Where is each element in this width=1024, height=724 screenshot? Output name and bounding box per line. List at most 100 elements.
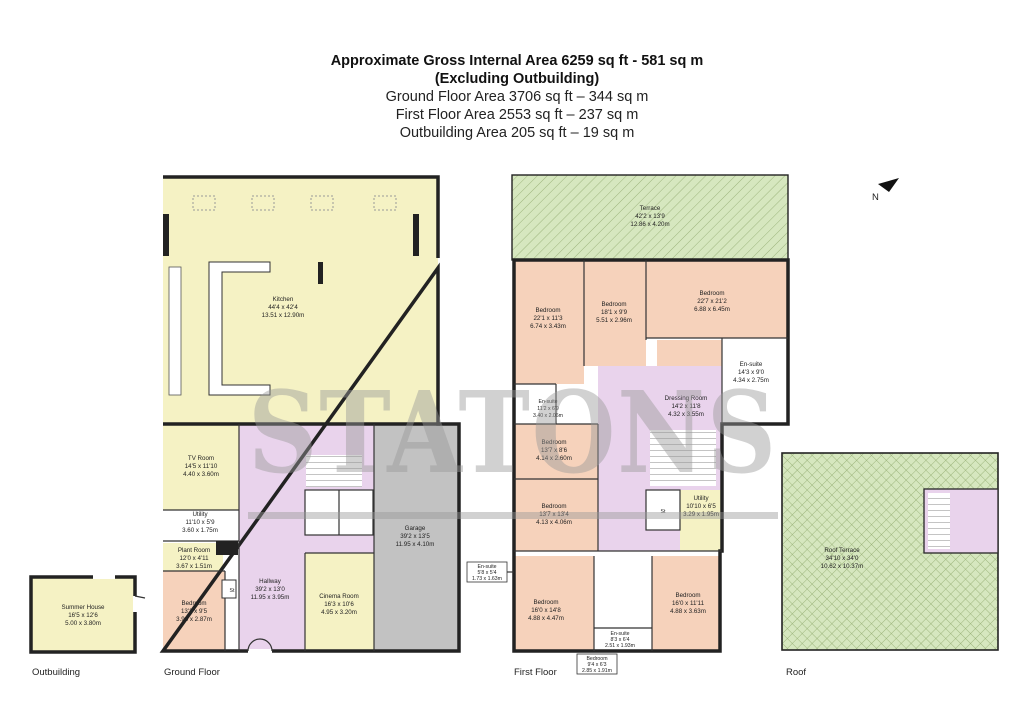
tv-room-name: TV Room [188, 455, 214, 462]
ff-ensuite2-metric: 3.40 x 2.06m [533, 413, 563, 419]
ff-bed6-metric: 4.88 x 4.47m [528, 615, 564, 622]
ff-bed6-name: Bedroom [533, 599, 558, 606]
kitchen-name: Kitchen [273, 296, 294, 303]
ground-floor-plan: St Kitchen 44'4 x 42'4 13.51 x 12.90m TV… [159, 175, 461, 678]
garage-name: Garage [405, 525, 426, 532]
ff-bed7-imperial: 16'0 x 11'11 [672, 600, 705, 607]
garage-room [374, 424, 459, 651]
ff-utility-name: Utility [693, 495, 709, 502]
ff-bed6-imperial: 16'0 x 14'8 [531, 607, 561, 614]
plant-room-name: Plant Room [178, 547, 210, 554]
outbuilding-plan: Summer House 16'5 x 12'6 5.00 x 3.80m Ou… [29, 575, 146, 678]
ff-ensuite2-name: En-suite [538, 399, 557, 405]
cinema-room [305, 553, 374, 651]
hallway-name: Hallway [259, 578, 282, 585]
ff-ensuite3-metric: 1.73 x 1.63m [472, 576, 502, 582]
first-floor-label: First Floor [514, 667, 557, 678]
ff-bath [604, 556, 652, 628]
first-floor-plan: St Terrace 42'2 x 13'9 12.86 x 4.20m Bed… [466, 174, 790, 678]
ff-ensuite3-name: En-suite [477, 564, 496, 570]
compass: N [872, 178, 899, 203]
utility-metric: 3.60 x 1.75m [182, 527, 218, 534]
ff-bed2-name: Bedroom [601, 301, 626, 308]
ground-floor-area: Ground Floor Area 3706 sq ft – 344 sq m [385, 89, 649, 105]
excluding-note: (Excluding Outbuilding) [434, 71, 600, 87]
kitchen-metric: 13.51 x 12.90m [262, 312, 305, 319]
summer-house-imperial: 16'5 x 12'6 [68, 612, 98, 619]
kitchen-imperial: 44'4 x 42'4 [268, 304, 298, 311]
cinema-imperial: 16'3 x 10'6 [324, 601, 354, 608]
ff-utility-metric: 3.29 x 1.95m [683, 511, 719, 518]
ff-bed1-metric: 6.74 x 3.43m [530, 323, 566, 330]
ground-bedroom-metric: 3.98 x 2.87m [176, 616, 212, 623]
plant-room-metric: 3.67 x 1.51m [176, 563, 212, 570]
tv-room-metric: 4.40 x 3.60m [183, 471, 219, 478]
terrace-imperial: 42'2 x 13'9 [635, 213, 665, 220]
ff-bed2-metric: 5.51 x 2.96m [596, 317, 632, 324]
hallway-imperial: 39'2 x 13'0 [255, 586, 285, 593]
utility-room [163, 510, 239, 541]
summer-house-room [31, 577, 135, 652]
ff-bedroom-3 [646, 260, 788, 338]
ff-utility [680, 490, 722, 551]
ff-bedroom-2 [584, 260, 646, 366]
ff-bed4-name: Bedroom [541, 439, 566, 446]
ground-bedroom-name: Bedroom [181, 600, 206, 607]
summer-house-name: Summer House [62, 604, 106, 611]
ff-ensuite-4 [594, 628, 642, 651]
ff-bed2-imperial: 18'1 x 9'9 [601, 309, 628, 316]
ground-outer-walls [159, 175, 461, 653]
ff-ensuite2-imperial: 11'2 x 6'9 [537, 406, 559, 412]
north-arrow-icon [878, 178, 899, 192]
plant-room-imperial: 12'0 x 4'11 [179, 555, 209, 562]
cinema-metric: 4.95 x 3.20m [321, 609, 357, 616]
plant-room [163, 543, 223, 571]
ff-ensuite4-metric: 2.51 x 1.93m [605, 643, 635, 649]
ground-bedroom-imperial: 13'1 x 9'5 [181, 608, 208, 615]
roof-terrace-name: Roof Terrace [824, 547, 860, 554]
ff-bed7-name: Bedroom [675, 592, 700, 599]
ff-bed3-name: Bedroom [699, 290, 724, 297]
ff-bed5-metric: 4.13 x 4.06m [536, 519, 572, 526]
ff-bed8-metric: 2.85 x 1.91m [582, 668, 612, 674]
ff-bedroom-6 [514, 556, 594, 651]
utility-name: Utility [192, 511, 208, 518]
floorplan-header: Approximate Gross Internal Area 6259 sq … [0, 52, 1024, 142]
ff-bed5-name: Bedroom [541, 503, 566, 510]
ff-ensuite-2 [514, 384, 556, 424]
dressing-imperial: 14'2 x 11'8 [671, 403, 701, 410]
ff-ensuite1-name: En-suite [740, 361, 763, 368]
outbuilding-floor-label: Outbuilding [32, 667, 80, 678]
tv-room [163, 424, 239, 510]
ff-bedroom-1 [514, 260, 584, 384]
terrace-area [512, 175, 788, 260]
outbuilding-area: Outbuilding Area 205 sq ft – 19 sq m [399, 125, 635, 141]
terrace-name: Terrace [640, 205, 661, 212]
ff-ensuite3-imperial: 5'8 x 5'4 [478, 570, 497, 576]
hallway-metric: 11.95 x 3.95m [251, 594, 290, 601]
ff-bed3-metric: 6.88 x 6.45m [694, 306, 730, 313]
summer-house-walls [29, 575, 137, 654]
ff-ensuite4-name: En-suite [610, 631, 629, 637]
garage-metric: 11.95 x 4.10m [396, 541, 435, 548]
watermark: STATONS [248, 368, 778, 519]
utility-imperial: 11'10 x 5'9 [185, 519, 215, 526]
roof-floor-label: Roof [786, 667, 806, 678]
cinema-name: Cinema Room [319, 593, 359, 600]
ff-storage-marker: St [661, 509, 666, 515]
ff-bed8-name: Bedroom [586, 656, 607, 662]
summer-house-metric: 5.00 x 3.80m [65, 620, 101, 627]
roof-terrace-imperial: 34'10 x 34'0 [826, 555, 860, 562]
ff-utility-imperial: 10'10 x 6'5 [686, 503, 716, 510]
watermark-text: STATONS [248, 368, 778, 499]
ff-bed4-metric: 4.14 x 2.60m [536, 455, 572, 462]
total-area-title: Approximate Gross Internal Area 6259 sq … [330, 53, 704, 69]
dressing-metric: 4.32 x 3.55m [668, 411, 704, 418]
ff-bed8-box [576, 653, 618, 675]
ff-stairs [650, 430, 716, 486]
dressing-name: Dressing Room [665, 395, 708, 402]
ff-bedroom-7 [652, 556, 720, 651]
kitchen-island [208, 261, 271, 396]
tv-room-imperial: 14'5 x 11'10 [185, 463, 218, 470]
